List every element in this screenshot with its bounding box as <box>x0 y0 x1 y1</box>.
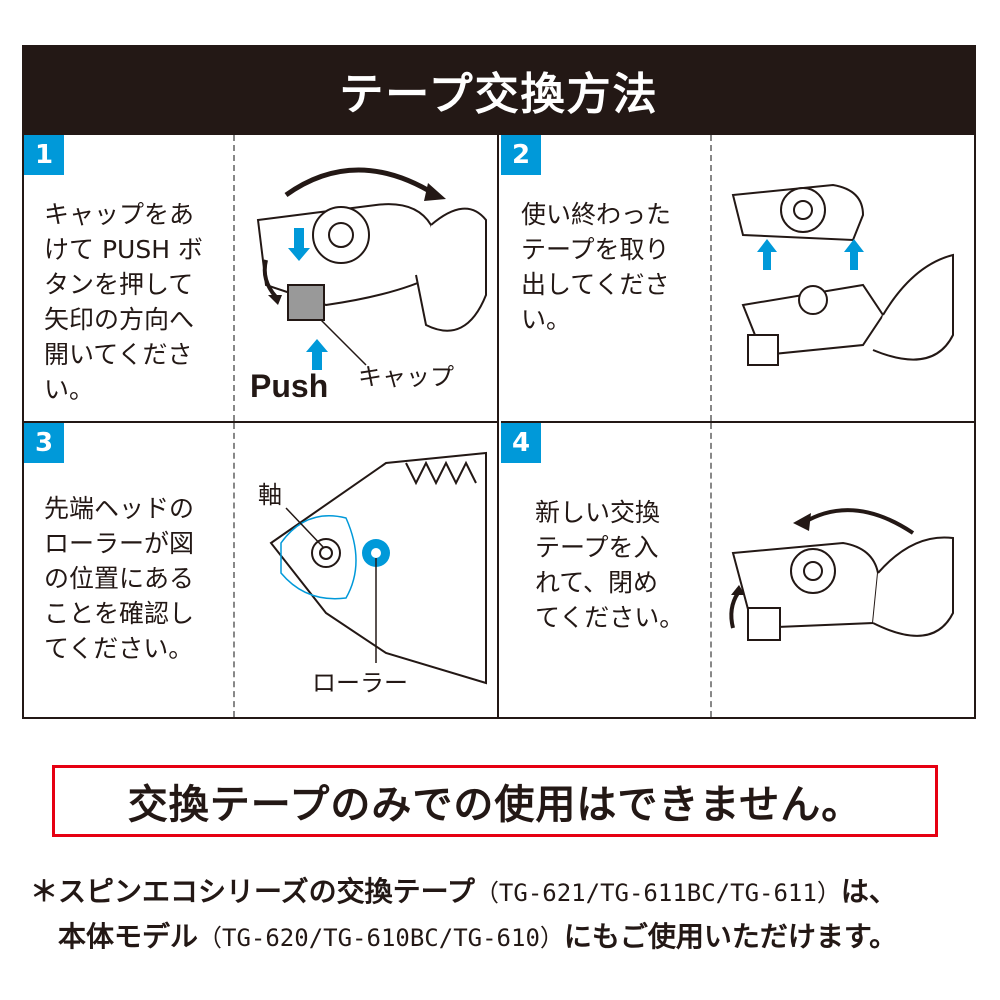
note-line-1: ＊スピンエコシリーズの交換テープ（TG-621/TG-611BC/TG-611）… <box>30 870 897 910</box>
text-line: テープを入 <box>535 533 659 562</box>
text-line: 矢印の方向へ <box>44 305 195 334</box>
step-2: 2 使い終わった テープを取り 出してくださ い。 <box>501 135 974 423</box>
text-line: 先端ヘッドの <box>44 494 195 523</box>
step-text: 使い終わった テープを取り 出してくださ い。 <box>521 197 671 337</box>
head-roller-illustration <box>269 451 487 685</box>
step-1: 1 キャップをあ けて PUSH ボ タンを押して 矢印の方向へ 開いてくださ … <box>24 135 499 423</box>
note-line-2: 本体モデル（TG-620/TG-610BC/TG-610）にもご使用いただけます… <box>58 915 897 955</box>
text-line: い。 <box>44 375 95 404</box>
text-line: 開いてくださ <box>44 340 193 369</box>
step-text: 先端ヘッドの ローラーが図 の位置にある ことを確認し てください。 <box>44 491 194 666</box>
text-line: れて、閉め <box>535 568 659 597</box>
step-4-illustration <box>713 423 973 717</box>
text-line: 出してくださ <box>521 270 670 299</box>
dashed-divider <box>233 135 235 421</box>
text-line: キャップをあ <box>44 200 195 229</box>
step-number-badge: 3 <box>24 423 64 463</box>
step-text: キャップをあ けて PUSH ボ タンを押して 矢印の方向へ 開いてくださ い。 <box>44 197 203 407</box>
note-text: は、 <box>840 875 897 908</box>
text-line: 使い終わった <box>521 200 672 229</box>
model-numbers: （TG-621/TG-611BC/TG-611） <box>474 879 841 907</box>
warning-box: 交換テープのみでの使用はできません。 <box>52 765 938 837</box>
dashed-divider <box>233 423 235 717</box>
text-line: てください。 <box>44 634 194 663</box>
model-numbers: （TG-620/TG-610BC/TG-610） <box>198 924 564 952</box>
axis-label: 軸 <box>258 481 282 509</box>
dashed-divider <box>710 423 712 717</box>
text-line: タンを押して <box>44 270 194 299</box>
step-text: 新しい交換 テープを入 れて、閉め てください。 <box>535 495 684 635</box>
note-text: にもご使用いただけます。 <box>563 920 898 953</box>
text-line: テープを取り <box>521 235 670 264</box>
step-number-badge: 4 <box>501 423 541 463</box>
push-label: Push <box>250 368 329 404</box>
cap-label: キャップ <box>358 363 454 391</box>
text-line: けて PUSH ボ <box>44 235 203 264</box>
note-text: ＊スピンエコシリーズの交換テープ <box>30 875 475 908</box>
step-3-illustration: 軸 ローラー <box>236 423 496 717</box>
text-line: 新しい交換 <box>535 498 661 527</box>
step-4: 4 新しい交換 テープを入 れて、閉め てください。 <box>501 423 974 717</box>
tape-dispenser-open-illustration <box>256 167 487 370</box>
steps-grid: 1 キャップをあ けて PUSH ボ タンを押して 矢印の方向へ 開いてくださ … <box>22 135 976 719</box>
text-line: の位置にある <box>44 564 195 593</box>
step-number-badge: 1 <box>24 135 64 175</box>
tape-removal-illustration <box>731 183 954 366</box>
text-line: ローラーが図 <box>44 529 195 558</box>
step-2-illustration <box>713 135 973 421</box>
dashed-divider <box>710 135 712 421</box>
step-3: 3 先端ヘッドの ローラーが図 の位置にある ことを確認し てください。 軸 ロ… <box>24 423 499 717</box>
step-1-illustration: Push キャップ <box>236 135 496 421</box>
page-title: テープ交換方法 <box>22 45 976 135</box>
step-number-badge: 2 <box>501 135 541 175</box>
text-line: ことを確認し <box>44 599 195 628</box>
text-line: てください。 <box>535 603 685 632</box>
roller-label: ローラー <box>312 669 408 697</box>
text-line: い。 <box>521 305 572 334</box>
tape-closing-illustration <box>729 508 954 641</box>
note-text: 本体モデル <box>58 920 199 953</box>
